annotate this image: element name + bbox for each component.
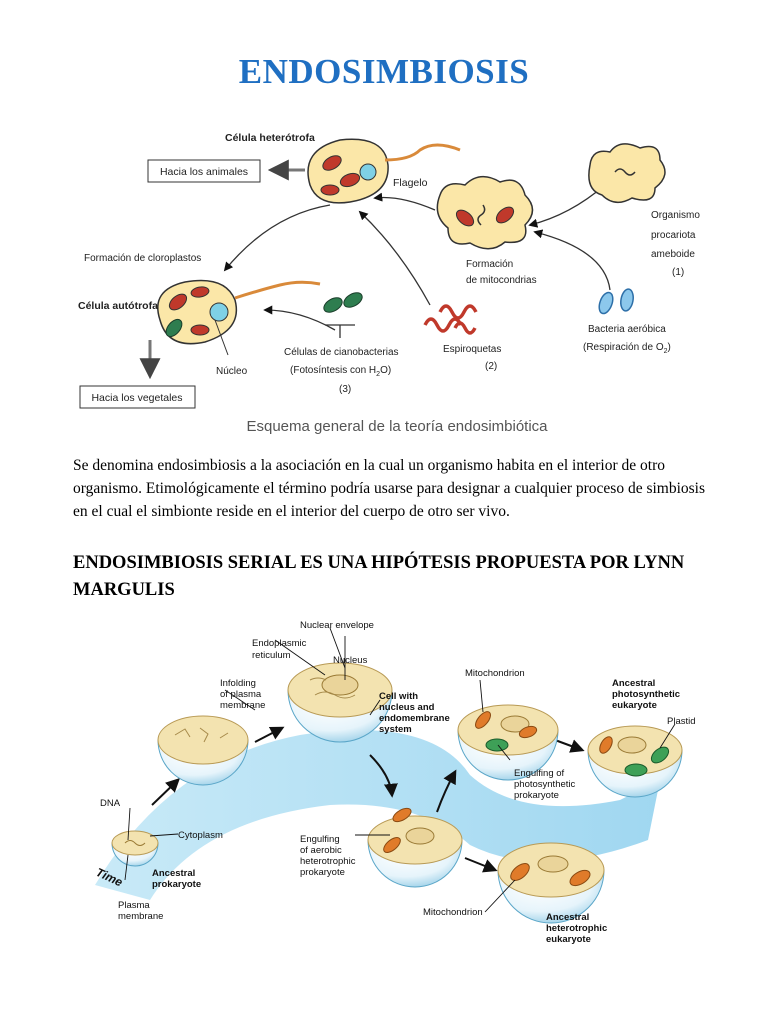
label-ciano-3: (3): [339, 384, 351, 395]
label-ciano-2: (Fotosíntesis con H2O): [290, 365, 391, 378]
label-mitochondrion-bottom: Mitochondrion: [423, 907, 483, 918]
diagram-caption: Esquema general de la teoría endosimbiót…: [0, 418, 768, 435]
label-flagelo: Flagelo: [393, 177, 428, 189]
arrow-d2-2: [255, 728, 282, 742]
label-plasma-2: membrane: [118, 911, 163, 922]
label-engulf-photo-2: photosynthetic: [514, 779, 576, 790]
label-organismo-4: (1): [672, 267, 684, 278]
arrow-mito-to-heterotrofa: [375, 198, 435, 211]
label-nucleus: Nucleus: [333, 655, 368, 666]
label-anc-het-2: heterotrophic: [546, 923, 607, 934]
label-plasma-1: Plasma: [118, 900, 150, 911]
label-er-2: reticulum: [252, 650, 291, 661]
label-organismo-1: Organismo: [651, 210, 700, 221]
arrow-d2-6: [465, 858, 495, 870]
autotrophic-cell: [158, 280, 320, 355]
endosymbiosis-scheme: Célula heterótrofa Hacia los animales Fl…: [78, 132, 700, 408]
body-paragraph: Se denomina endosimbiosis a la asociació…: [73, 454, 713, 523]
amoeboid-prokaryote: [589, 144, 665, 203]
arrow-d2-5: [555, 740, 582, 750]
ancestral-heterotrophic-eukaryote-cell: [498, 843, 604, 923]
mitochondria-formation-cell: [437, 177, 532, 249]
label-cellwith-4: system: [379, 724, 412, 735]
label-ciano-1: Células de cianobacterias: [284, 347, 399, 358]
label-engulf-aer-3: heterotrophic: [300, 856, 356, 867]
arrow-to-cloroplastos: [225, 205, 330, 270]
label-organismo-2: procariota: [651, 230, 696, 241]
arrow-espiroquetas: [360, 212, 430, 305]
label-anc-photo-2: photosynthetic: [612, 689, 680, 700]
label-anc-prok-1: Ancestral: [152, 868, 195, 879]
label-cellwith-2: nucleus and: [379, 702, 435, 713]
label-espiro-1: Espiroquetas: [443, 344, 501, 355]
label-bacteria-1: Bacteria aeróbica: [588, 324, 666, 335]
label-engulf-aer-2: of aerobic: [300, 845, 342, 856]
subheading: ENDOSIMBIOSIS SERIAL ES UNA HIPÓTESIS PR…: [73, 550, 713, 604]
label-plastid: Plastid: [667, 716, 696, 727]
label-bacteria-2: (Respiración de O2): [583, 342, 671, 355]
nucleus-endomembrane-cell: [288, 663, 392, 742]
aerobic-bacteria: [597, 288, 635, 315]
label-infold-1: Infolding: [220, 678, 256, 689]
heterotrophic-cell: [308, 139, 460, 203]
label-hacia-vegetales: Hacia los vegetales: [91, 392, 182, 404]
label-anc-het-1: Ancestral: [546, 912, 589, 923]
label-nucleo: Núcleo: [216, 366, 248, 377]
label-anc-photo-1: Ancestral: [612, 678, 655, 689]
label-cytoplasm: Cytoplasm: [178, 830, 223, 841]
label-infold-2: of plasma: [220, 689, 262, 700]
cyanobacteria: [321, 290, 364, 315]
spirochetes: [425, 306, 476, 333]
label-espiro-2: (2): [485, 361, 497, 372]
label-anc-photo-3: eukaryote: [612, 700, 657, 711]
label-celula-heterotrofa: Célula heterótrofa: [225, 132, 315, 144]
arrow-ciano: [265, 310, 335, 330]
label-hacia-animales: Hacia los animales: [160, 166, 248, 178]
arrow-bacteria: [535, 232, 610, 290]
label-infold-3: membrane: [220, 700, 265, 711]
ancestral-photosynthetic-eukaryote-cell: [588, 726, 682, 797]
label-dna: DNA: [100, 798, 121, 809]
label-engulf-photo-3: prokaryote: [514, 790, 559, 801]
label-cellwith-1: Cell with: [379, 691, 418, 702]
label-engulf-aer-4: prokaryote: [300, 867, 345, 878]
label-engulf-photo-1: Engulfing of: [514, 768, 565, 779]
label-cellwith-3: endomembrane: [379, 713, 450, 724]
label-engulf-aer-1: Engulfing: [300, 834, 340, 845]
label-anc-prok-2: prokaryote: [152, 879, 201, 890]
serial-endosymbiosis-diagram: Nuclear envelope Endoplasmic reticulum N…: [94, 620, 696, 945]
label-formacion-mito-2: de mitocondrias: [466, 275, 537, 286]
label-anc-het-3: eukaryote: [546, 934, 591, 945]
label-mitochondrion-top: Mitochondrion: [465, 668, 525, 679]
label-organismo-3: ameboide: [651, 249, 695, 260]
label-formacion-cloroplastos: Formación de cloroplastos: [84, 253, 201, 264]
label-nuclear-envelope: Nuclear envelope: [300, 620, 374, 631]
label-celula-autotrofa: Célula autótrofa: [78, 300, 158, 312]
label-er-1: Endoplasmic: [252, 638, 307, 649]
label-formacion-mito-1: Formación: [466, 259, 513, 270]
